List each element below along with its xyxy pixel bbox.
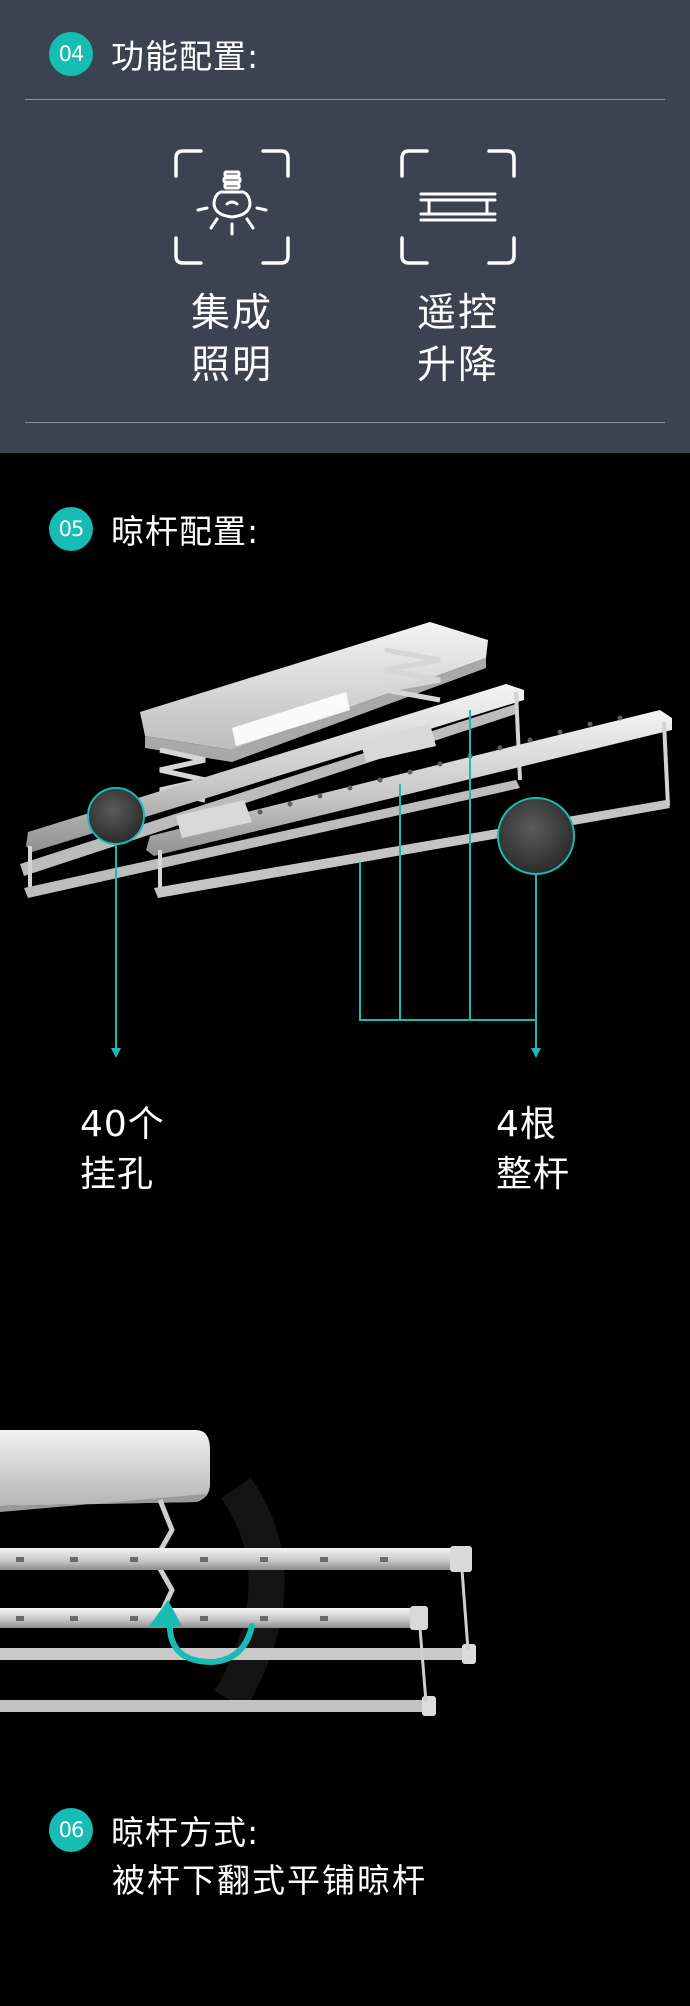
divider xyxy=(25,99,665,100)
callout-hooks: 40个 挂孔 xyxy=(80,1104,165,1195)
feature-label: 集成 照明 xyxy=(190,291,273,388)
section-title: 晾杆方式: xyxy=(111,1813,260,1852)
divider xyxy=(25,422,665,423)
section-subtitle: 被杆下翻式平铺晾杆 xyxy=(112,1861,427,1900)
lift-icon xyxy=(400,149,516,265)
section-number-badge: 05 xyxy=(49,507,93,551)
lightbulb-icon xyxy=(174,149,290,265)
feature-remote-lift: 遥控 升降 xyxy=(388,148,528,392)
drying-rack-illustration xyxy=(20,622,672,1058)
rod-mode-heading: 06 晾杆方式: xyxy=(49,1806,259,1854)
function-config-panel: 04 功能配置: xyxy=(0,0,690,453)
function-config-heading: 04 功能配置: xyxy=(49,30,259,78)
section-number-badge: 06 xyxy=(49,1808,93,1852)
section-title: 功能配置: xyxy=(111,37,260,76)
section-number-badge: 04 xyxy=(49,32,93,76)
callout-rods: 4根 整杆 xyxy=(496,1104,571,1195)
feature-lighting: 集成 照明 xyxy=(162,148,302,392)
flip-down-rack-illustration xyxy=(0,1430,476,1716)
feature-label: 遥控 升降 xyxy=(416,291,499,388)
section-title: 晾杆配置: xyxy=(111,512,260,551)
rod-config-heading: 05 晾杆配置: xyxy=(49,505,259,553)
